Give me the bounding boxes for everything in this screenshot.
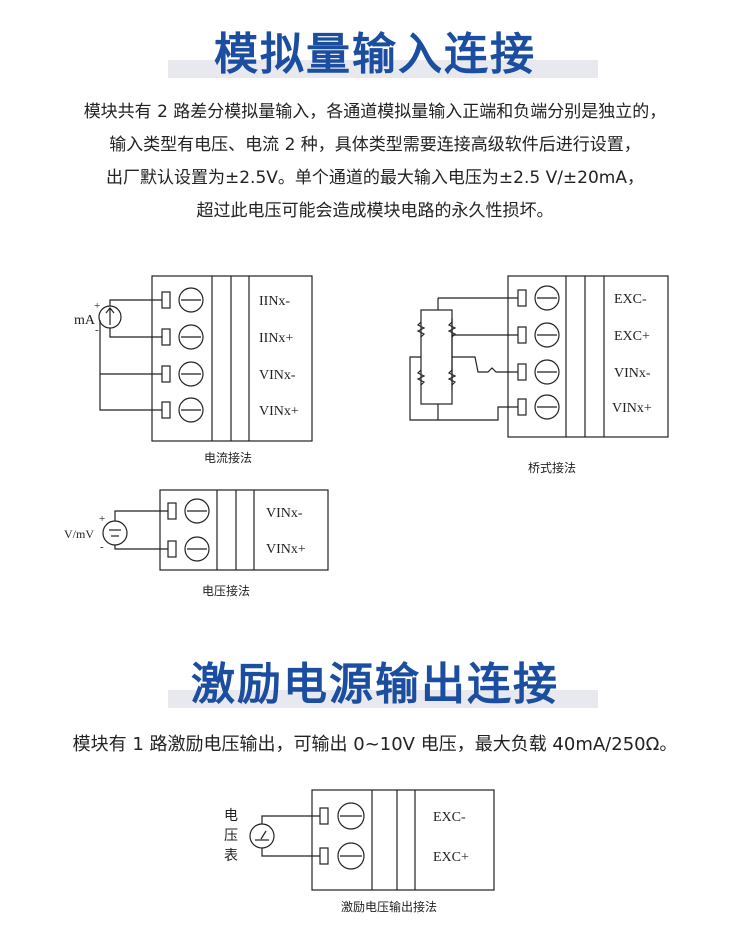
terminal-screw bbox=[161, 397, 204, 423]
voltmeter-icon bbox=[249, 823, 275, 849]
terminal-label: EXC- bbox=[433, 810, 466, 825]
paragraph-line: 模块共有 2 路差分模拟量输入，各通道模拟量输入正端和负端分别是独立的， bbox=[83, 102, 667, 122]
section-description: 模块共有 2 路差分模拟量输入，各通道模拟量输入正端和负端分别是独立的， 输入类… bbox=[0, 96, 750, 228]
terminal-label: VINx- bbox=[614, 366, 651, 381]
terminal-screw bbox=[517, 322, 560, 348]
voltage-connection-diagram: VINx- VINx+ V/mV + - 电压接法 bbox=[64, 489, 329, 598]
voltage-source-icon bbox=[102, 520, 128, 546]
terminal-screw bbox=[517, 394, 560, 420]
current-connection-diagram: IINx- IINx+ VINx- VINx+ mA + - 电流接法 bbox=[74, 275, 313, 465]
section-title: 激励电源输出连接 bbox=[191, 659, 559, 710]
terminal-screw bbox=[167, 498, 210, 524]
terminal-screw bbox=[161, 287, 204, 313]
paragraph-line: 出厂默认设置为±2.5V。单个通道的最大输入电压为±2.5 V/±20mA， bbox=[105, 168, 644, 188]
title-underline-bar bbox=[168, 60, 598, 78]
terminal-screw bbox=[167, 536, 210, 562]
terminal-screw bbox=[319, 842, 365, 870]
resistor-icon bbox=[447, 321, 457, 338]
excitation-output-diagram: EXC- EXC+ 电 压 表 激励电压输出接法 bbox=[224, 789, 495, 914]
terminal-screw bbox=[161, 324, 204, 350]
resistor-icon bbox=[416, 321, 426, 338]
minus-sign: - bbox=[100, 541, 104, 553]
terminal-label: IINx- bbox=[259, 294, 290, 309]
section-description: 模块有 1 路激励电压输出，可输出 0~10V 电压，最大负载 40mA/250… bbox=[72, 734, 678, 755]
minus-sign: - bbox=[95, 324, 99, 336]
terminal-label: EXC- bbox=[614, 292, 647, 307]
input-wiring-diagrams: IINx- IINx+ VINx- VINx+ mA + - 电流接法 bbox=[64, 275, 669, 598]
source-label: V/mV bbox=[64, 527, 94, 541]
terminal-screw bbox=[319, 802, 365, 830]
terminal-label: IINx+ bbox=[259, 331, 293, 346]
terminal-screw bbox=[517, 359, 560, 385]
bridge-network bbox=[409, 297, 518, 421]
terminal-label: EXC+ bbox=[614, 329, 650, 344]
diagram-caption: 电流接法 bbox=[204, 450, 252, 465]
title-underline-bar bbox=[168, 690, 598, 708]
resistor-icon bbox=[416, 369, 426, 386]
terminal-label: VINx- bbox=[259, 368, 296, 383]
terminal-screw bbox=[161, 361, 204, 387]
meter-label: 表 bbox=[224, 848, 238, 864]
resistor-icon bbox=[447, 369, 457, 386]
terminal-screw bbox=[517, 285, 560, 311]
meter-label: 电 bbox=[224, 808, 238, 824]
paragraph-line: 输入类型有电压、电流 2 种，具体类型需要连接高级软件后进行设置， bbox=[109, 135, 641, 155]
terminal-label: VINx+ bbox=[266, 542, 306, 557]
diagram-caption: 电压接法 bbox=[202, 583, 250, 598]
paragraph-line: 超过此电压可能会造成模块电路的永久性损坏。 bbox=[196, 201, 554, 221]
section-title: 模拟量输入连接 bbox=[214, 29, 536, 80]
terminal-label: VINx+ bbox=[612, 401, 652, 416]
diagram-caption: 激励电压输出接法 bbox=[341, 899, 437, 914]
terminal-label: EXC+ bbox=[433, 850, 469, 865]
terminal-label: VINx+ bbox=[259, 404, 299, 419]
current-source-icon bbox=[98, 305, 122, 329]
meter-label: 压 bbox=[224, 828, 238, 844]
bridge-connection-diagram: EXC- EXC+ VINx- VINx+ 桥式接法 bbox=[409, 275, 669, 475]
diagram-caption: 桥式接法 bbox=[528, 460, 576, 475]
plus-sign: + bbox=[94, 300, 100, 312]
source-label: mA bbox=[74, 313, 96, 328]
terminal-label: VINx- bbox=[266, 506, 303, 521]
excitation-wiring-diagram: EXC- EXC+ 电 压 表 激励电压输出接法 bbox=[224, 789, 495, 914]
plus-sign: + bbox=[99, 513, 105, 525]
